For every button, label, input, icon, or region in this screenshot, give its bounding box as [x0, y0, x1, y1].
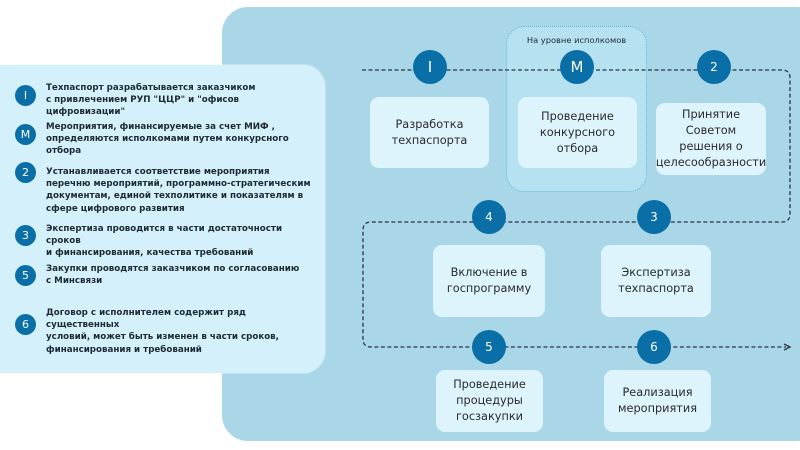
step-box-5: Проведение процедуры госзакупки [436, 370, 543, 432]
note-text: Мероприятия, финансируемые за счет МИФ ,… [46, 122, 289, 157]
step-box-4: Включение в госпрограмму [433, 245, 545, 317]
note-badge: M [15, 124, 36, 145]
step-badge-1: I [413, 50, 447, 84]
step-badge-3: 3 [637, 200, 671, 234]
step-badge-m: M [560, 50, 594, 84]
note-badge: 5 [15, 265, 36, 286]
arrow-head-icon [783, 343, 792, 351]
note-text: Техпаспорт разрабатывается заказчиком с … [46, 83, 256, 118]
notes-panel [0, 65, 325, 373]
note-text: Закупки проводятся заказчиком по согласо… [46, 264, 300, 287]
note-badge: I [15, 85, 36, 106]
step-badge-2: 2 [697, 50, 731, 84]
note-text: Устанавливается соответствие мероприятия… [46, 167, 311, 214]
step-badge-4: 4 [472, 200, 506, 234]
step-box-1: Разработка техпаспорта [370, 97, 489, 168]
note-text: Договор с исполнителем содержит ряд суще… [46, 308, 279, 355]
step-box-m: Проведение конкурсного отбора [518, 97, 637, 168]
note-badge: 2 [15, 162, 36, 183]
zone-label: На уровне исполкомов [526, 35, 627, 45]
note-text: Экспертиза проводится в части достаточно… [46, 224, 283, 259]
dashed-flow-line [362, 69, 791, 348]
step-badge-6: 6 [637, 330, 671, 364]
step-box-3: Экспертиза техпаспорта [601, 245, 711, 317]
step-box-2: Принятие Советом решения о целесообразно… [656, 103, 766, 175]
step-box-6: Реализация мероприятия [604, 370, 711, 432]
note-badge: 3 [15, 225, 36, 246]
note-badge: 6 [15, 314, 36, 335]
step-badge-5: 5 [472, 330, 506, 364]
